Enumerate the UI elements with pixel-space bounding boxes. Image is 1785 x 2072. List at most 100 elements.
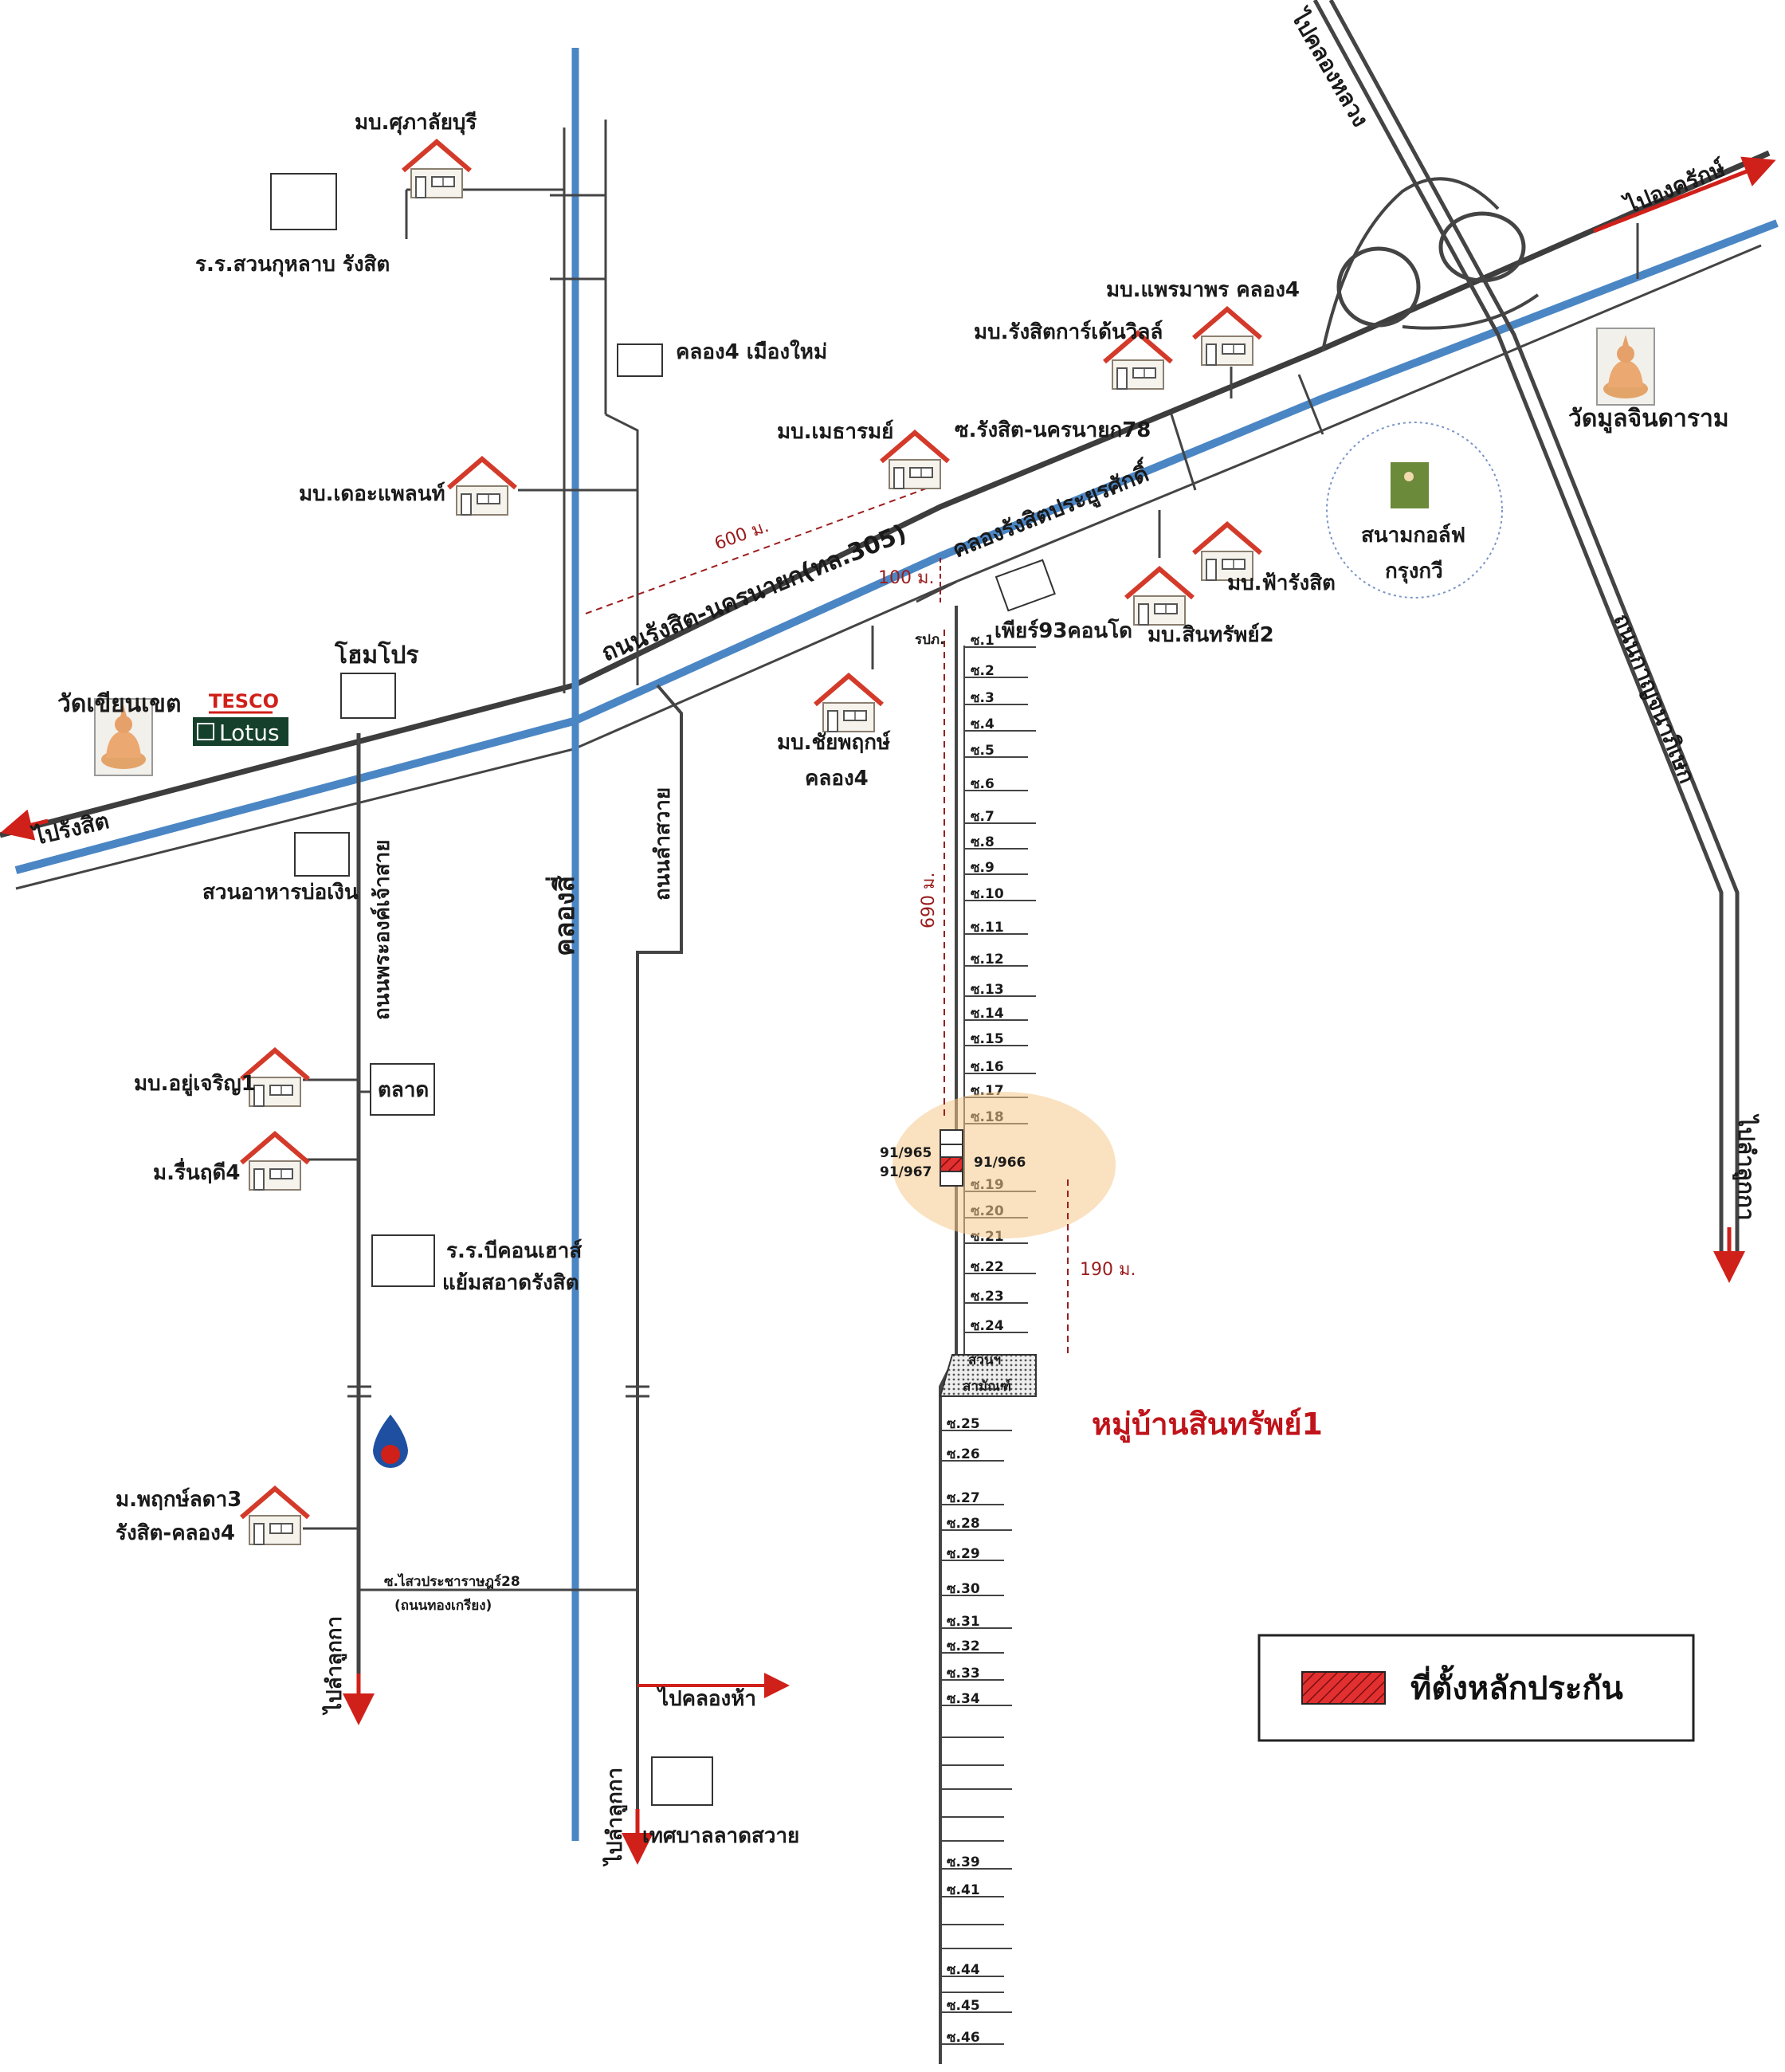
soi-street-label: ซ.14 (971, 1006, 1004, 1022)
rangsit-nakhonnayok-road (0, 150, 1771, 838)
location-highlight (892, 1092, 1116, 1238)
soi-street-label: ซ.8 (971, 834, 994, 850)
place-label-bo-ngoen: สวนอาหารบ่อเงิน (202, 881, 359, 905)
lotus-logo-text: Lotus (219, 720, 280, 746)
soi-street-label: ซ.33 (947, 1666, 980, 1682)
place-label-golf: สนามกอล์ฟ (1361, 523, 1465, 547)
plot-label-91-965: 91/965 (880, 1145, 932, 1161)
golf-course-boundary (1326, 422, 1503, 598)
soi-street-label: ซ.46 (947, 2030, 980, 2046)
place-label-lat-sawai: เทศบาลลาดสวาย (642, 1824, 799, 1848)
interchange-ramp (1321, 177, 1500, 351)
soi-street-label: ซ.9 (971, 860, 994, 876)
bo-ngoen-restaurant-box (294, 832, 350, 877)
interchange-ramp (1402, 293, 1540, 330)
building-boxes (270, 173, 1056, 1806)
soi-street-label: ซ.11 (971, 920, 1004, 936)
soi-street-label: ซ.27 (947, 1490, 980, 1506)
pruklada-house-icon (241, 1489, 308, 1544)
branch-road (916, 580, 957, 603)
place-label-praemaporn: มบ.แพรมาพร คลอง4 (1106, 278, 1300, 302)
place-label-chaipruek: มบ.ชัยพฤกษ์ (777, 730, 891, 755)
place-label-fah-rangsit: มบ.ฟ้ารังสิต (1227, 571, 1336, 595)
soi-street-label: ซ.45 (947, 1998, 980, 2014)
place-label-pierre93: เพียร์93คอนโด (994, 618, 1132, 643)
soi-street-label: ซ.41 (947, 1882, 980, 1898)
soi-street-label: ซ.22 (971, 1259, 1004, 1275)
pierre93-condo-box (994, 559, 1056, 612)
place-label-village: หมู่บ้านสินทรัพย์1 (1092, 1407, 1323, 1443)
place-label-suanklap: ร.ร.สวนกุหลาบ รังสิต (195, 253, 390, 277)
soi-street-label: ซ.26 (947, 1446, 980, 1462)
place-label-soi-78: ซ.รังสิต-นครนายก78 (955, 418, 1151, 442)
soi-street-label: ซ.23 (971, 1289, 1004, 1305)
tesco-logo-text: TESCO (209, 690, 279, 712)
place-label-yucharoen: มบ.อยู่เจริญ1 (134, 1072, 256, 1097)
park-area (939, 1354, 1037, 1397)
legend: ที่ตั้งหลักประกัน (1257, 1634, 1695, 1742)
place-label-the-planet: มบ.เดอะแพลนท์ (299, 481, 445, 506)
golfer-icon (1391, 462, 1429, 508)
soi-street-label: ซ.3 (971, 690, 994, 706)
soi-street-label: ซ.1 (971, 633, 994, 649)
road-label-lam-sawai: ถนนลำสวาย (651, 787, 675, 901)
road-to-rangsit (0, 809, 49, 841)
legend-label: ที่ตั้งหลักประกัน (1410, 1665, 1623, 1707)
road-label-to-ongkharak: ไปองครักษ์ (1619, 155, 1729, 219)
suanklap-school-box (270, 173, 337, 230)
distance-600m-line (585, 487, 929, 614)
homepro-box (340, 673, 396, 719)
legend-swatch (1301, 1671, 1386, 1705)
road-to-ongkharak (1593, 156, 1776, 233)
place-label-to-khlong5: ไปคลองห้า (656, 1685, 756, 1711)
lower-frontage-road (15, 244, 1762, 890)
soi-street-label: ซ.29 (947, 1546, 980, 1562)
suphalaiburi-house-icon (403, 142, 470, 198)
plot-label-91-966: 91/966 (974, 1155, 1026, 1171)
place-label-metharom: มบ.เมธารมย์ (777, 419, 893, 444)
place-label-pruklada: ม.พฤกษ์ลดา3 (116, 1487, 241, 1512)
place-label-homepro: โฮมโปร (334, 640, 418, 669)
soi-street-label: ซ.25 (947, 1416, 980, 1432)
soi-street-label: ซ.30 (947, 1581, 980, 1597)
the-planet-house-icon (449, 459, 516, 515)
soi-street-label: ซ.39 (947, 1854, 980, 1870)
soi-street-label: ซ.44 (947, 1962, 980, 1978)
praemaporn-house-icon (1194, 309, 1261, 365)
place-label-beaconhouse: ร.ร.บีคอนเฮาส์ (446, 1238, 582, 1263)
road-label-to-lamlukka-east: ไปลำลูกกา (1732, 1113, 1760, 1221)
place-label-chaipruek2: คลอง4 (805, 767, 869, 791)
road-label-to-lamlukka-1: ไปลำลูกกา (321, 1616, 347, 1716)
kanchanaphisek-road-b (1328, 0, 1740, 1251)
soi-street-label: ซ.15 (971, 1031, 1004, 1047)
soi-street-label: ซ.5 (971, 743, 994, 759)
plot-label-91-967: 91/967 (880, 1164, 932, 1180)
branch-road (1170, 414, 1197, 491)
mulchindaram-temple-icon (1596, 328, 1655, 406)
rangsit-prayoonsak-canal (14, 219, 1779, 874)
place-label-ror-por: รปภ. (915, 632, 945, 648)
road-label-canal: คลองรังสิตประยูรศักดิ์ (947, 457, 1155, 564)
interchange-loop-left (1336, 246, 1421, 328)
beaconhouse-school-box (371, 1234, 435, 1287)
road-label-to-lamlukka-2: ไปลำลูกกา (602, 1768, 628, 1867)
lotus-logo-mark (197, 723, 214, 740)
place-label-beaconhouse2: แย้มสอาดรังสิต (442, 1271, 579, 1295)
soi-street-label: ซ.7 (971, 809, 994, 825)
road-label-phra-ong-chao-sai: ถนนพระองค์เจ้าสาย (370, 840, 394, 1020)
khlong4-muangmai-box (617, 343, 663, 377)
place-label-soi28b: (ถนนทองเกรียง) (394, 1597, 492, 1614)
soi-street-label: ซ.16 (971, 1059, 1004, 1075)
place-labels: มบ.ศุภาลัยบุรีร.ร.สวนกุหลาบ รังสิตคลอง4 … (29, 3, 1760, 1867)
interchange-loop-right (1438, 211, 1526, 283)
park-label: สวนฯ (968, 1352, 1001, 1368)
place-label-pruklada2: รังสิต-คลอง4 (116, 1521, 235, 1545)
property-marker[interactable] (940, 1129, 963, 1187)
soi-street-label: ซ.12 (971, 952, 1004, 967)
soi-street-label: ซ.24 (971, 1318, 1004, 1334)
road-label-kanchanaphisek: ถนนกาญจนาภิเษก (1609, 610, 1701, 787)
place-label-rangsit-garden: มบ.รังสิตการ์เด้นวิลล์ (974, 320, 1163, 344)
tesco-lotus-logo: TESCO Lotus (193, 690, 288, 746)
